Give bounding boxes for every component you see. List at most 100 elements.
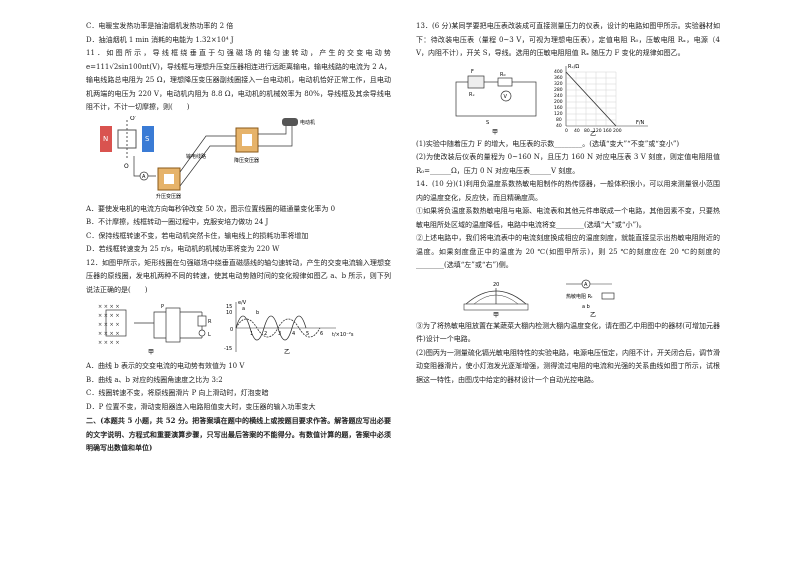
curve-a-label: a	[242, 306, 245, 312]
q13-part-1: (1)实验中随着压力 F 的增大，电压表的示数________。(选填“变大”“…	[416, 139, 680, 148]
x-tick-2: 2	[264, 331, 267, 337]
graph-y-label: Rₓ/Ω	[568, 64, 579, 70]
label-o2: O′	[130, 116, 137, 122]
label-yi: 乙	[590, 312, 596, 318]
magnet-s	[142, 125, 154, 152]
y-tick-160: 160	[554, 105, 563, 111]
y-tick-400: 400	[554, 69, 563, 75]
step-up-label: 升压变压器	[156, 193, 181, 200]
q13-diagram: F Rₓ R₀ V S 甲	[455, 64, 648, 138]
label-jia: 甲	[493, 312, 499, 318]
y-tick-360: 360	[554, 75, 563, 81]
y-tick-200: 200	[554, 99, 563, 105]
graph-grid	[566, 71, 617, 126]
label-r0: R₀	[500, 72, 505, 78]
q10-option-d: D．抽油烟机 1 min 消耗的电能为 1.32×10⁴ J	[86, 35, 234, 44]
motor-body	[282, 117, 298, 126]
q11-circuit-diagram: N S O O′ A 升压变压器 输电线路	[100, 115, 315, 200]
resistor-r	[197, 315, 207, 327]
q12-option-b: B．曲线 a、b 对应的线圈角速度之比为 3:2	[86, 375, 223, 384]
label-n: N	[103, 135, 108, 143]
q14-part-d: (2)图丙为一测量硫化镉光敏电阻特性的实验电路，电源电压恒定，内阻不计，开关闭合…	[416, 348, 720, 384]
q13-circuit	[455, 81, 537, 116]
ammeter	[139, 171, 149, 180]
q14-part-b: ②上述电路中，我们将电流表中的电流刻度换成相应的温度刻度，就能直接显示出热敏电阻…	[416, 234, 720, 269]
x-tick-3: 3	[278, 331, 281, 337]
y-tick-top: 15	[226, 304, 232, 310]
label-rt: 热敏电阻 Rₜ	[566, 293, 593, 300]
x-tick-0: 0	[565, 128, 568, 134]
q14-stem: 14．(10 分)(1)利用负温度系数热敏电阻制作的热传感器，一般体积很小，可以…	[416, 180, 720, 202]
q11-option-c: C．保持线框转速不变，若电动机突然卡住，输电线上的损耗功率将增加	[86, 231, 309, 240]
x-tick-200: 200	[613, 128, 622, 134]
motor-wire	[258, 123, 293, 146]
curve-a	[235, 315, 307, 341]
meter-base	[463, 303, 529, 310]
step-down-label: 降压变压器	[234, 157, 259, 164]
y-tick-neg: -15	[224, 346, 232, 352]
label-v: V	[504, 94, 508, 100]
y-tick-80: 80	[556, 117, 562, 123]
q11-option-b: B．不计摩擦，线框转动一圈过程中，克服安培力做功 24 J	[86, 218, 269, 226]
label-s: S	[486, 120, 489, 126]
label-f: F	[471, 69, 474, 75]
q11-option-a: A．要使发电机的电流方向每秒钟改变 50 次，图示位置线圈的磁通量变化率为 0	[86, 204, 336, 213]
svg-text:× × × ×: × × × ×	[98, 340, 120, 346]
svg-text:× × × ×: × × × ×	[98, 322, 120, 328]
y-label: e/V	[238, 300, 247, 306]
y-tick-zero: 0	[230, 327, 233, 333]
x-label: t/×10⁻²s	[332, 332, 354, 338]
rx-resistor	[467, 75, 485, 88]
x-tick-80: 80	[584, 128, 590, 134]
label-rx: Rₓ	[469, 92, 475, 98]
q12-option-c: C．线圈转速不变，将原线圈滑片 P 向上滑动时，灯泡变暗	[86, 389, 269, 397]
q10-option-c: C．电暖宝发热功率是抽油烟机发热功率的 2 倍	[86, 22, 234, 30]
label-yi: 乙	[590, 131, 596, 136]
svg-text:× × × ×: × × × ×	[98, 331, 120, 337]
q14-diagram: 20 甲 A 热敏电阻 Rₜ a b 乙	[463, 279, 615, 319]
x-tick-6: 6	[320, 331, 323, 337]
q14-figure: 20 甲 A 热敏电阻 Rₜ a b 乙	[416, 274, 720, 319]
y-tick-280: 280	[554, 87, 563, 93]
q12-option-d: D．P 位置不变，滑动变阻器连入电路阻值变大时，变压器的输入功率变大	[86, 402, 316, 411]
lamp-l	[198, 329, 206, 337]
q11-figure: N S O O′ A 升压变压器 输电线路	[86, 115, 391, 200]
rx-f-line	[565, 71, 617, 126]
q11-option-d: D．若线框转速变为 25 r/s，电动机的机械功率将变为 220 W	[86, 245, 280, 253]
graph-y-ticks: 400 360 320 280 240 200 160 120 80 40	[554, 69, 563, 129]
curve-b-label: b	[256, 310, 259, 316]
curve-b	[235, 318, 321, 338]
label-p: P	[161, 304, 164, 310]
x-ticks: 1 2 3 4 5 6	[250, 331, 323, 337]
y-tick-120: 120	[554, 111, 563, 117]
section-2-heading: 二、(本题共 5 小题，共 52 分。把答案填在题中的横线上或按题目要求作答。解…	[86, 416, 391, 452]
right-column: 13．(6 分)某同学要把电压表改装成可直接测量压力的仪表，设计的电路如图甲所示…	[416, 20, 720, 387]
q12-wire	[134, 311, 166, 339]
q11-stem: 11．如图所示，导线框绕垂直于匀强磁场的轴匀速转动，产生的交变电动势 e=111…	[86, 49, 391, 111]
voltmeter	[500, 90, 512, 101]
label-s: S	[145, 135, 150, 143]
transformer	[165, 307, 181, 343]
label-r: R	[208, 319, 212, 325]
x-tick-4: 4	[292, 331, 295, 337]
q14-part-c: ③为了将热敏电阻放置在某蔬菜大棚内检测大棚内温度变化，请在图乙中用图中的器材(可…	[416, 321, 720, 344]
graph-x-ticks: 0 40 80 120 160 200	[565, 128, 622, 134]
y-tick-mid: 10	[226, 310, 232, 316]
label-jia: 甲	[148, 349, 154, 356]
step-down-core	[242, 133, 252, 146]
label-a: A	[584, 282, 588, 288]
thermistor	[601, 292, 615, 299]
q12-stem: 12．如图甲所示，矩形线圈在匀强磁场中绕垂直磁感线的轴匀速转动，产生的交变电流输…	[86, 258, 391, 294]
line-label: 输电线路	[186, 153, 206, 160]
graph-x-label: F/N	[636, 120, 645, 126]
x-tick-1: 1	[250, 331, 253, 337]
magnetic-field-grid: × × × × × × × × × × × × × × × × × × × ×	[98, 304, 120, 346]
coil	[105, 309, 127, 337]
y-tick-40: 40	[556, 123, 562, 129]
q13-figure: F Rₓ R₀ V S 甲	[416, 62, 720, 138]
x-tick-160: 160	[603, 128, 612, 134]
x-tick-40: 40	[574, 128, 580, 134]
y-tick-320: 320	[554, 81, 563, 87]
q12-figure: × × × × × × × × × × × × × × × × × × × × …	[86, 298, 391, 358]
